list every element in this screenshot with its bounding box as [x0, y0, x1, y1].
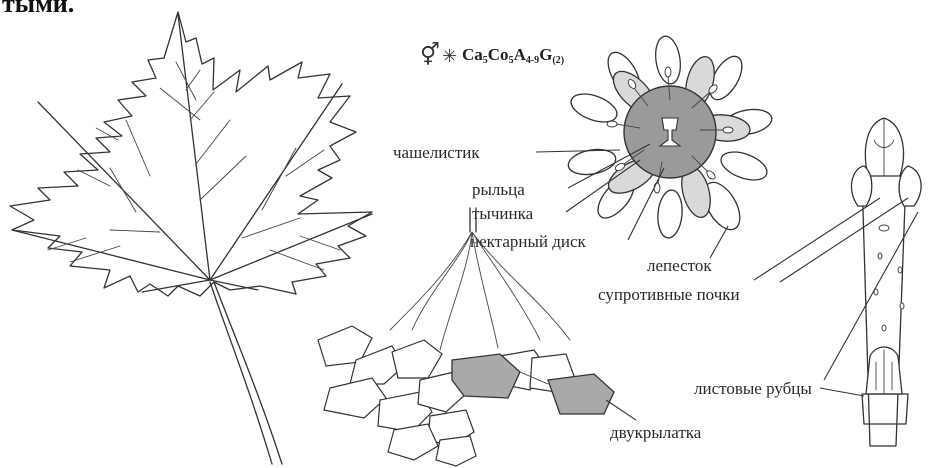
maple-leaf: [10, 12, 372, 464]
label-opposite-buds: супротивные почки: [598, 285, 740, 304]
formula-calyx: Ca: [462, 45, 483, 64]
label-samara: двукрылатка: [610, 423, 702, 442]
formula-androecium-count: 4-9: [526, 55, 539, 66]
leader-samara: [606, 400, 636, 420]
formula-gynoecium-count: (2): [552, 55, 564, 66]
label-stamen: тычинка: [472, 204, 534, 223]
formula-androecium: A: [514, 45, 527, 64]
maple-flower: [566, 35, 773, 239]
label-nectar-disk: нектарный диск: [470, 232, 587, 251]
maple-twig: [851, 118, 921, 446]
flower-formula: ⚥ ✳ Ca5Co5A4-9G(2): [420, 41, 564, 68]
label-stigma: рыльца: [472, 180, 525, 199]
label-petal: лепесток: [647, 256, 712, 275]
label-leaf-scars: листовые рубцы: [694, 379, 812, 398]
samara-highlight-right: [548, 374, 614, 414]
opposite-bud-left: [851, 166, 871, 206]
actinomorphic-star: ✳: [442, 46, 457, 67]
formula-gynoecium: G: [539, 45, 552, 64]
header-fragment: тыми.: [2, 0, 74, 18]
opposite-bud-right: [899, 166, 921, 206]
formula-corolla: Co: [488, 45, 509, 64]
label-sepal: чашелистик: [393, 143, 480, 162]
svg-text:Ca5Co5A4-9G(2): Ca5Co5A4-9G(2): [462, 45, 564, 66]
bisexual-symbol: ⚥: [420, 41, 440, 68]
